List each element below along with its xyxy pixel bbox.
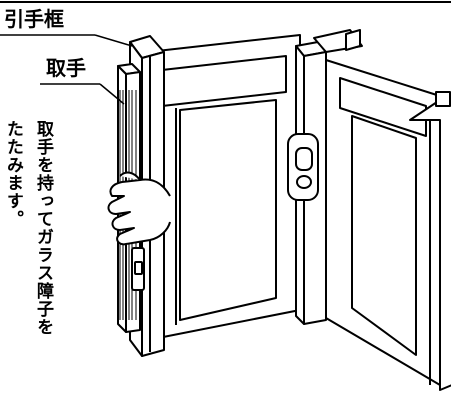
frame-latch [131, 247, 145, 291]
frame-label-leader [94, 34, 133, 47]
left-door-panel [147, 34, 301, 341]
center-stile [295, 41, 327, 325]
instruction-line2: たたみます。 [3, 120, 23, 228]
center-lock [287, 133, 319, 201]
frame-handle-label: 引手框 [4, 7, 64, 31]
handle-label-leader [99, 83, 125, 105]
hand-icon [107, 171, 171, 246]
right-door-panel [313, 29, 441, 386]
instruction-line1: 取手を持ってガラス障子を [33, 120, 53, 336]
right-frame-edge [409, 91, 451, 391]
handle-label: 取手 [46, 56, 86, 80]
